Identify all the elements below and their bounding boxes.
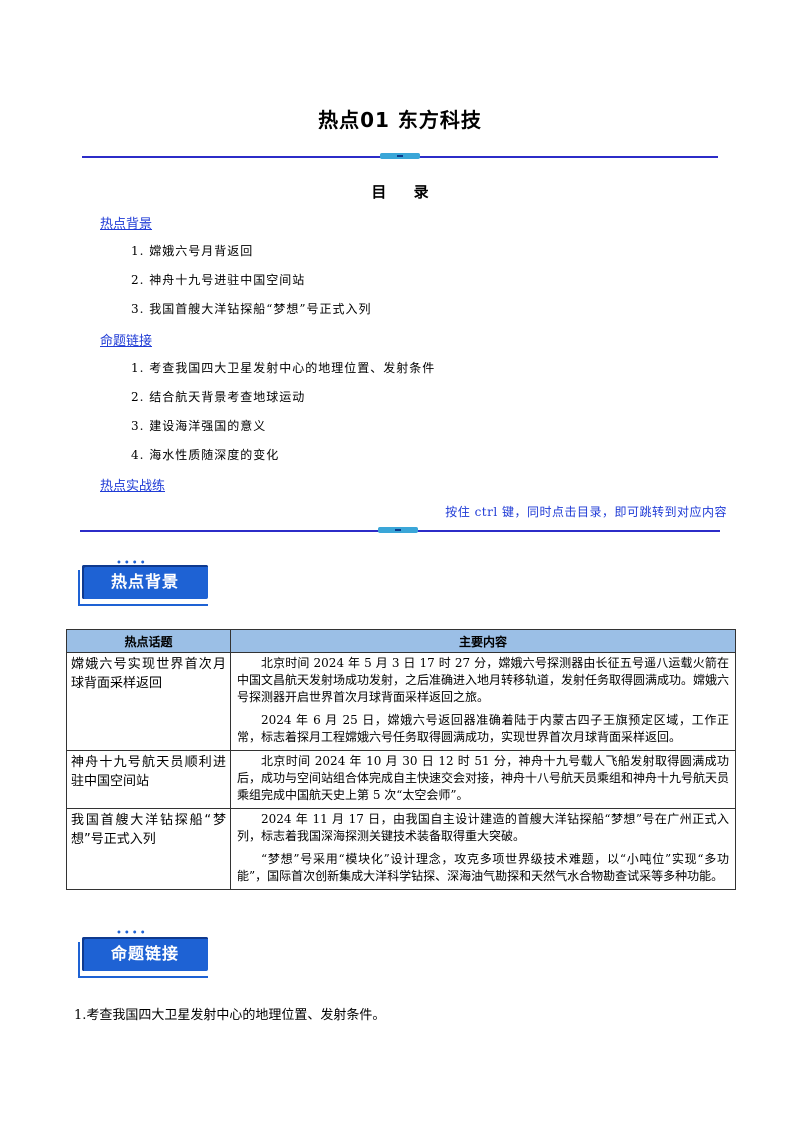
toc-item[interactable]: 2. 神舟十九号进驻中国空间站 [131,273,306,287]
toc-item[interactable]: 1. 嫦娥六号月背返回 [131,244,254,258]
table-row: 神舟十九号航天员顺利进驻中国空间站 北京时间 2024 年 10 月 30 日 … [66,750,736,809]
hot-topics-table: 热点话题 主要内容 嫦娥六号实现世界首次月球背面采样返回 北京时间 2024 年… [66,629,736,890]
topic-cell: 我国首艘大洋钻探船“梦想”号正式入列 [66,808,231,890]
question-heading: 1.考查我国四大卫星发射中心的地理位置、发射条件。 [74,1008,386,1023]
toc-item[interactable]: 2. 结合航天背景考查地球运动 [131,390,306,404]
badge-decoration: •••• [116,558,148,569]
table-header-topic: 热点话题 [66,629,231,653]
content-paragraph: 北京时间 2024 年 10 月 30 日 12 时 51 分，神舟十九号载人飞… [237,754,730,802]
section-badge-question-links: 命题链接 [82,937,208,971]
toc-link-practice[interactable]: 热点实战练 [100,479,166,494]
toc-item[interactable]: 4. 海水性质随深度的变化 [131,448,280,462]
content-cell: 北京时间 2024 年 5 月 3 日 17 时 27 分，嫦娥六号探测器由长征… [230,652,736,751]
content-paragraph: 2024 年 11 月 17 日，由我国自主设计建造的首艘大洋钻探船“梦想”号在… [237,812,729,843]
toc-hint: 按住 ctrl 键，同时点击目录，即可跳转到对应内容 [445,505,727,519]
badge-frame [78,942,208,978]
toc-item[interactable]: 3. 我国首艘大洋钻探船“梦想”号正式入列 [131,302,372,316]
badge-decoration: •••• [116,928,148,939]
topic-cell: 神舟十九号航天员顺利进驻中国空间站 [66,750,231,809]
badge-frame [78,570,208,606]
content-paragraph: 北京时间 2024 年 5 月 3 日 17 时 27 分，嫦娥六号探测器由长征… [237,656,730,704]
table-row: 嫦娥六号实现世界首次月球背面采样返回 北京时间 2024 年 5 月 3 日 1… [66,652,736,751]
content-paragraph: “梦想”号采用“模块化”设计理念，攻克多项世界级技术难题，以“小吨位”实现“多功… [237,852,729,883]
section-badge-hot-background: 热点背景 [82,565,208,599]
toc-link-hot-background[interactable]: 热点背景 [100,217,153,232]
divider-ornament-dot [395,529,401,531]
toc-item[interactable]: 1. 考查我国四大卫星发射中心的地理位置、发射条件 [131,361,436,375]
divider-ornament-dot [397,155,403,157]
content-cell: 2024 年 11 月 17 日，由我国自主设计建造的首艘大洋钻探船“梦想”号在… [230,808,736,890]
toc-link-question-links[interactable]: 命题链接 [100,334,153,349]
toc-heading: 目 录 [371,183,429,201]
table-header-row: 热点话题 主要内容 [66,629,736,653]
content-paragraph: 2024 年 6 月 25 日，嫦娥六号返回器准确着陆于内蒙古四子王旗预定区域，… [237,713,729,744]
page-title: 热点01 东方科技 [318,108,482,132]
content-cell: 北京时间 2024 年 10 月 30 日 12 时 51 分，神舟十九号载人飞… [230,750,736,809]
topic-cell: 嫦娥六号实现世界首次月球背面采样返回 [66,652,231,751]
table-row: 我国首艘大洋钻探船“梦想”号正式入列 2024 年 11 月 17 日，由我国自… [66,808,736,890]
toc-item[interactable]: 3. 建设海洋强国的意义 [131,419,267,433]
table-header-content: 主要内容 [230,629,736,653]
